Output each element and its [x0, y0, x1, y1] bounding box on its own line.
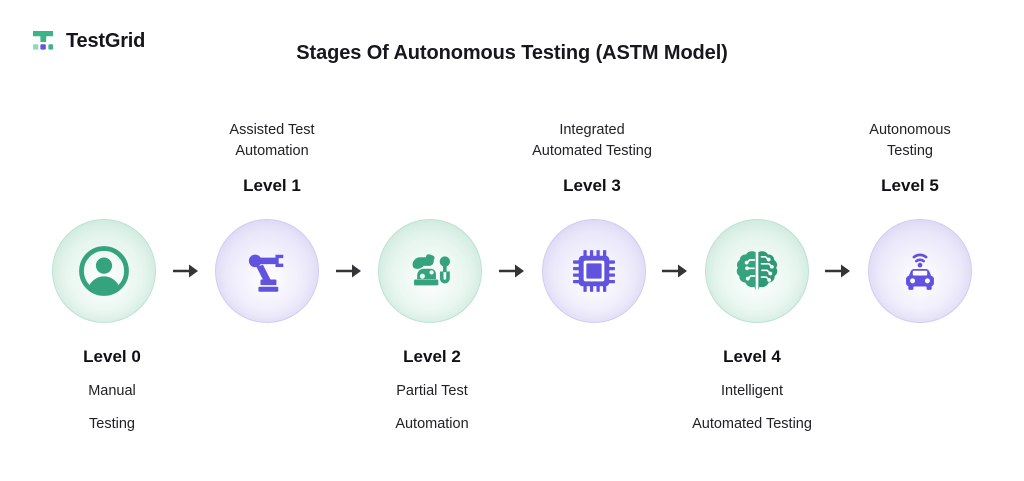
brand-logo: TestGrid: [30, 28, 145, 54]
stage-desc-line2-level-3: Automated Testing: [532, 143, 652, 159]
stage-node-level-4[interactable]: [704, 219, 809, 323]
autonomous-car-icon: [905, 253, 934, 290]
stage-level-label-level-2: Level 2: [403, 347, 461, 366]
stage-bubble-level-3: [541, 219, 646, 323]
user-circle-icon: [79, 246, 129, 296]
stage-bubble-level-4: [704, 219, 809, 323]
stage-label-level-4: Level 4 Intelligent Automated Testing: [632, 345, 872, 435]
stage-node-level-1[interactable]: [215, 219, 320, 323]
stage-level-label-level-5: Level 5: [881, 176, 939, 195]
arrow-right-icon: [172, 264, 198, 278]
arrow-right-icon: [335, 264, 361, 278]
brain-circuit-icon: [736, 251, 778, 291]
stage-bubble-level-1: [215, 219, 320, 323]
arrow-right-icon: [498, 264, 524, 278]
stage-desc-line2-level-5: Testing: [887, 143, 933, 159]
stage-rail: [52, 215, 972, 327]
stage-bubble-level-5: [867, 219, 972, 323]
stage-node-level-5[interactable]: [867, 219, 972, 323]
stage-label-level-5: Autonomous Testing Level 5: [790, 120, 1024, 198]
stage-label-level-0: Level 0 Manual Testing: [0, 345, 232, 435]
stage-desc-line1-level-0: Manual: [88, 383, 136, 399]
stage-desc-line2-level-0: Testing: [89, 416, 135, 432]
stage-node-level-2[interactable]: [378, 219, 483, 323]
stage-level-label-level-0: Level 0: [83, 347, 141, 366]
stage-level-label-level-3: Level 3: [563, 176, 621, 195]
stage-node-level-0[interactable]: [52, 219, 156, 323]
stage-level-label-level-4: Level 4: [723, 347, 781, 366]
robot-arm-icon: [249, 254, 284, 292]
stage-bubble-level-0: [52, 219, 156, 323]
stage-label-level-2: Level 2 Partial Test Automation: [312, 345, 552, 435]
arrow-right-icon: [662, 264, 688, 278]
stage-node-level-3[interactable]: [541, 219, 646, 323]
stage-level-label-level-1: Level 1: [243, 176, 301, 195]
stage-desc-line1-level-3: Integrated: [559, 122, 625, 138]
page-title: Stages Of Autonomous Testing (ASTM Model…: [296, 42, 728, 64]
stage-label-level-1: Assisted Test Automation Level 1: [152, 120, 392, 198]
stage-desc-line1-level-1: Assisted Test: [229, 122, 315, 138]
robotic-arm-gripper-icon: [412, 254, 451, 286]
testgrid-logo-icon: [33, 31, 53, 50]
arrow-right-icon: [825, 264, 851, 278]
stage-desc-line1-level-2: Partial Test: [396, 383, 468, 399]
stage-desc-line1-level-5: Autonomous: [869, 122, 951, 138]
stage-label-level-3: Integrated Automated Testing Level 3: [472, 120, 712, 198]
stage-bubble-level-2: [378, 219, 483, 323]
stage-desc-line2-level-2: Automation: [395, 416, 469, 432]
stage-desc-line2-level-1: Automation: [235, 143, 309, 159]
microchip-icon: [572, 250, 615, 292]
brand-name: TestGrid: [66, 30, 146, 52]
stage-desc-line1-level-4: Intelligent: [720, 383, 784, 399]
stage-desc-line2-level-4: Automated Testing: [692, 416, 812, 432]
